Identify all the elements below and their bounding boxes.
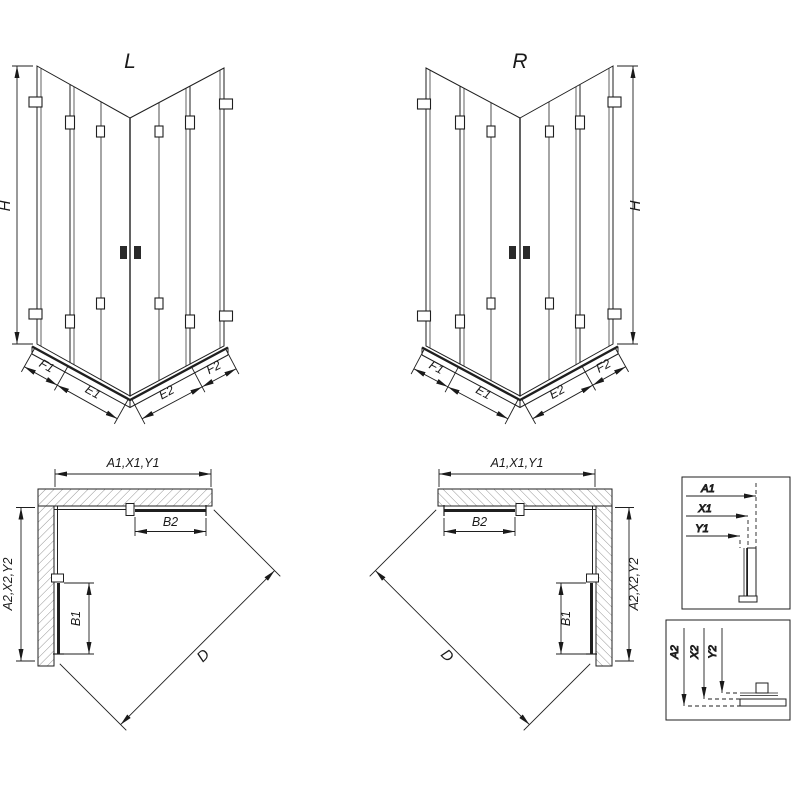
dim-label-f2-left: F2 xyxy=(204,358,223,377)
plan-view-right: A1,X1,Y1 A2,X2,Y2 B2 B1 D xyxy=(370,456,641,730)
view-label-right: R xyxy=(512,50,527,73)
dim-label-height-left: H xyxy=(0,200,14,211)
dim-label-a2x2y2-left: A2,X2,Y2 xyxy=(1,558,15,612)
dim-label-f2-right: F2 xyxy=(594,356,614,375)
detail-dim-y2: Y2 xyxy=(707,645,719,658)
dim-label-e1-left: E1 xyxy=(83,382,103,402)
dim-label-f1-right: F1 xyxy=(427,358,446,377)
dim-label-e1-right: E1 xyxy=(473,383,493,403)
detail-dim-x2: X2 xyxy=(689,645,701,659)
detail-dim-y1: Y1 xyxy=(695,523,708,535)
detail-dim-a2: A2 xyxy=(669,645,681,659)
dim-label-a1x1y1-right: A1,X1,Y1 xyxy=(490,456,544,470)
detail-box-bottom-frame xyxy=(665,619,791,721)
dim-label-f1-left: F1 xyxy=(37,356,57,375)
detail-box-bottom: A2 X2 Y2 xyxy=(665,619,791,721)
dim-label-height-right: H xyxy=(627,200,644,211)
dim-label-a1x1y1-left: A1,X1,Y1 xyxy=(106,456,160,470)
dim-label-b1-right: B1 xyxy=(559,611,573,626)
plan-view-left: A1,X1,Y1 A2,X2,Y2 B2 B1 D xyxy=(1,456,280,730)
detail-dim-a1: A1 xyxy=(700,483,714,495)
dim-label-b2-left: B2 xyxy=(163,515,178,529)
view-label-left: L xyxy=(124,50,136,73)
dim-label-e2-left: E2 xyxy=(156,383,176,403)
detail-box-top: A1 X1 Y1 xyxy=(681,476,791,610)
detail-dim-x1: X1 xyxy=(697,503,711,515)
detail-box-top-frame xyxy=(681,476,791,610)
right-3d-view: R H F2 E2 E1 F1 xyxy=(411,50,644,424)
dim-label-b2-right: B2 xyxy=(472,515,487,529)
left-3d-view: L H F1 E1 E2 F2 xyxy=(0,50,239,424)
dim-label-a2x2y2-right: A2,X2,Y2 xyxy=(627,558,641,612)
dim-label-b1-left: B1 xyxy=(69,611,83,626)
dim-label-e2-right: E2 xyxy=(547,382,567,402)
